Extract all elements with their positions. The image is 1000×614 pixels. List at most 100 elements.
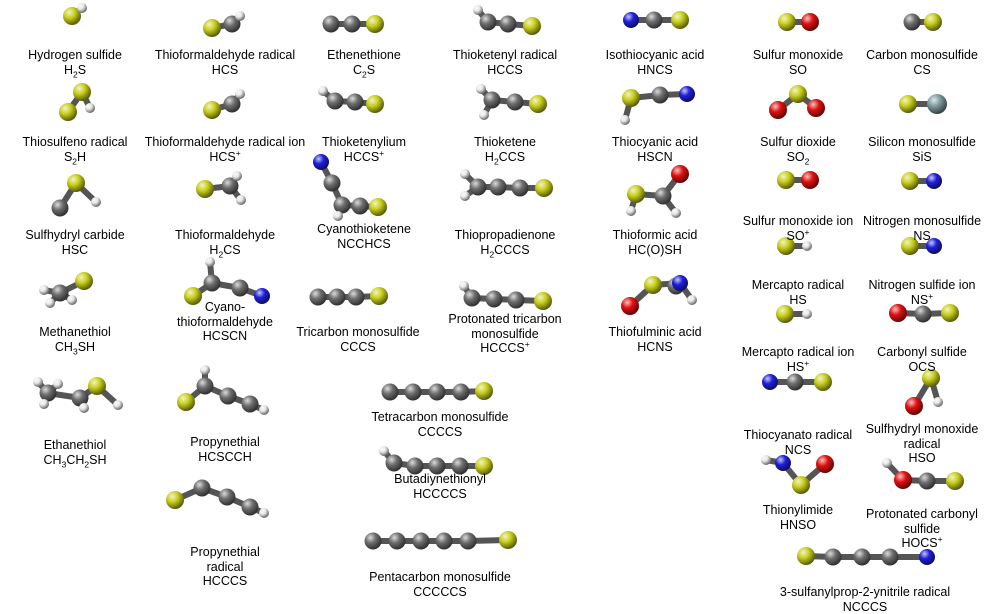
molecule-hcccs_rad [166, 479, 269, 518]
molecule-h2ccs [476, 84, 547, 120]
molecule-name: Carbonyl sulfide [877, 345, 967, 359]
atom-si [927, 94, 947, 114]
molecule-formula: SO2 [786, 149, 810, 166]
atom-s [622, 89, 640, 107]
atom-n [926, 173, 942, 189]
molecule-formula: SiS [912, 149, 932, 164]
molecule-formula: HSO [908, 451, 936, 465]
atom-n [672, 275, 688, 291]
molecule-hscn [620, 86, 695, 125]
molecule-name: Thioformic acid [612, 228, 698, 242]
atom-s [792, 476, 810, 494]
molecule-ncchcs [313, 154, 387, 221]
molecule-formula: SO [788, 62, 808, 77]
molecule-formula: CH3CH2SH [43, 452, 107, 469]
atom-c [388, 532, 406, 550]
atom-h [761, 455, 771, 465]
molecule-formula: OCS [908, 359, 936, 374]
atom-c [364, 532, 382, 550]
atom-h [459, 281, 469, 291]
molecule-formula: HCS [211, 62, 239, 77]
atom-s [499, 531, 517, 549]
molecule-formula: HCCS [487, 62, 523, 77]
molecule-name: Silicon monosulfide [868, 135, 976, 149]
atom-c [219, 387, 237, 405]
atom-h [333, 211, 343, 221]
molecule-formula: H2S [63, 62, 87, 79]
molecule-hcns [621, 275, 697, 315]
molecule-soplus [777, 171, 819, 189]
atom-o [807, 99, 825, 117]
molecule-cccs [309, 287, 388, 306]
atom-n [926, 238, 942, 254]
atom-c [435, 532, 453, 550]
atom-c [824, 548, 842, 566]
atom-s [529, 95, 547, 113]
atom-h [259, 405, 269, 415]
molecule-hccccs [379, 446, 493, 475]
atom-h [802, 241, 812, 251]
atom-c [451, 457, 469, 475]
molecule-name: Thiopropadienone [454, 228, 556, 242]
atom-c [51, 199, 69, 217]
atom-c [39, 384, 57, 402]
atom-c [346, 93, 364, 111]
atom-c [203, 274, 221, 292]
molecule-name: Thioketenyl radical [452, 48, 558, 62]
molecule-hcccsplus [459, 281, 552, 310]
atom-s [535, 179, 553, 197]
molecule-hnso [761, 455, 834, 494]
atom-s [924, 13, 942, 31]
molecule-formula: CCCCS [417, 424, 463, 439]
atom-c [483, 91, 501, 109]
atom-c [51, 284, 69, 302]
atom-s [63, 7, 81, 25]
atom-c [223, 15, 241, 33]
molecule-nccs [797, 547, 935, 566]
molecule-name: Sulfur monoxide ion [742, 214, 854, 228]
molecule-name: Thiofulminic acid [608, 325, 702, 339]
atom-c [428, 383, 446, 401]
atom-c [241, 498, 259, 516]
molecule-name: Cyano-thioformaldehyde [177, 300, 273, 329]
molecule-hcsplus [203, 89, 245, 119]
atom-n [623, 12, 639, 28]
atom-s [475, 457, 493, 475]
molecule-name: Cyanothioketene [317, 222, 411, 236]
molecule-name: Sulfhydryl carbide [25, 228, 125, 242]
atom-n [679, 86, 695, 102]
atom-s [901, 237, 919, 255]
atom-o [889, 304, 907, 322]
atom-s [899, 95, 917, 113]
atom-c [507, 291, 525, 309]
molecule-formula: HCCS+ [343, 147, 385, 164]
molecule-name: Propynethial [190, 435, 260, 449]
molecule-formula: HCSCN [202, 329, 248, 343]
atom-s [777, 237, 795, 255]
atom-h [205, 257, 215, 267]
atom-c [218, 488, 236, 506]
molecule-formula: HNCS [637, 62, 673, 77]
atom-c [381, 383, 399, 401]
molecule-name: Tetracarbon monosulfide [371, 410, 509, 424]
atom-o [801, 13, 819, 31]
molecule-ch3ch2sh [33, 377, 123, 413]
atom-s [366, 95, 384, 113]
molecule-ns [901, 172, 942, 190]
atom-h [626, 206, 636, 216]
molecule-formula: CCCCCS [413, 584, 467, 599]
atom-h [39, 399, 49, 409]
